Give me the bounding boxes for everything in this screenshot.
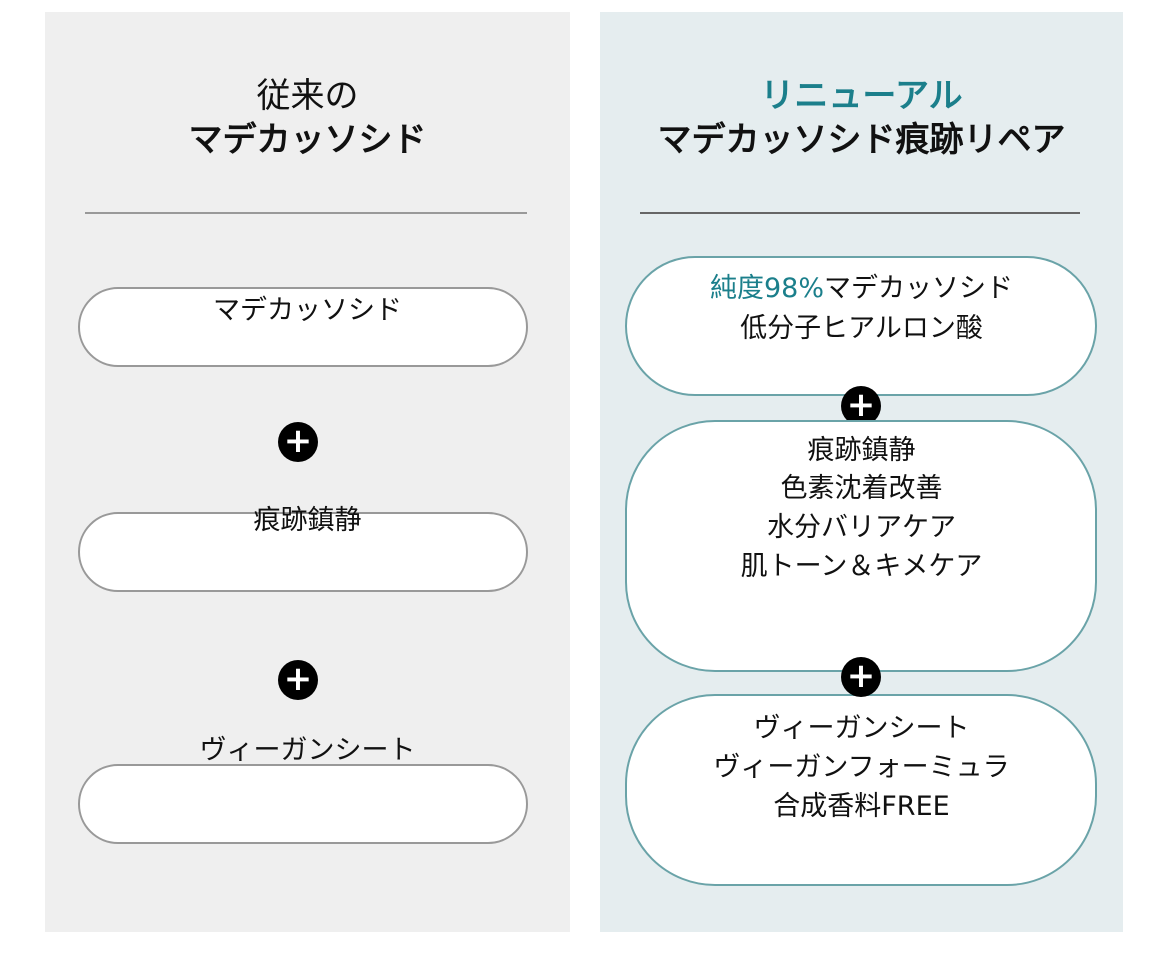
item-line: ヴィーガンシート	[753, 713, 970, 744]
right-title-line1: リニューアル	[760, 76, 963, 116]
item-line: 純度98%マデカッソシド	[600, 270, 1123, 308]
divider	[640, 212, 1080, 214]
divider	[85, 212, 527, 214]
item-line: 色素沈着改善	[780, 473, 943, 504]
right-title-line2: マデカッソシド痕跡リペア	[657, 120, 1066, 160]
item-line: 痕跡鎮静	[807, 435, 916, 466]
conventional-panel: 従来の マデカッソシド マデカッソシド + 痕跡鎮静 + ヴィーガンシート	[45, 12, 570, 932]
item-line: 水分バリアケア	[767, 512, 956, 543]
plus-icon: +	[278, 422, 318, 462]
item-line: 肌トーン＆キメケア	[740, 551, 983, 582]
item-box	[78, 287, 528, 367]
plus-icon: +	[841, 657, 881, 697]
left-title-line2: マデカッソシド	[188, 120, 427, 160]
item-label: マデカッソシド	[213, 295, 402, 326]
plus-icon: +	[278, 660, 318, 700]
item-box	[625, 694, 1097, 886]
item-box	[78, 512, 528, 592]
plus-icon: +	[841, 386, 881, 426]
item-line: 低分子ヒアルロン酸	[740, 313, 983, 344]
highlight: 純度98%	[709, 273, 824, 304]
item-line: 合成香料FREE	[773, 791, 950, 822]
item-label: ヴィーガンシート	[199, 735, 416, 766]
item-text: マデカッソシド	[824, 273, 1013, 304]
left-title-line1: 従来の	[256, 76, 359, 116]
renewal-panel: リニューアル マデカッソシド痕跡リペア 純度98%マデカッソシド 低分子ヒアルロ…	[600, 12, 1123, 932]
item-box	[78, 764, 528, 844]
item-line: ヴィーガンフォーミュラ	[713, 752, 1010, 783]
item-label: 痕跡鎮静	[253, 505, 362, 536]
